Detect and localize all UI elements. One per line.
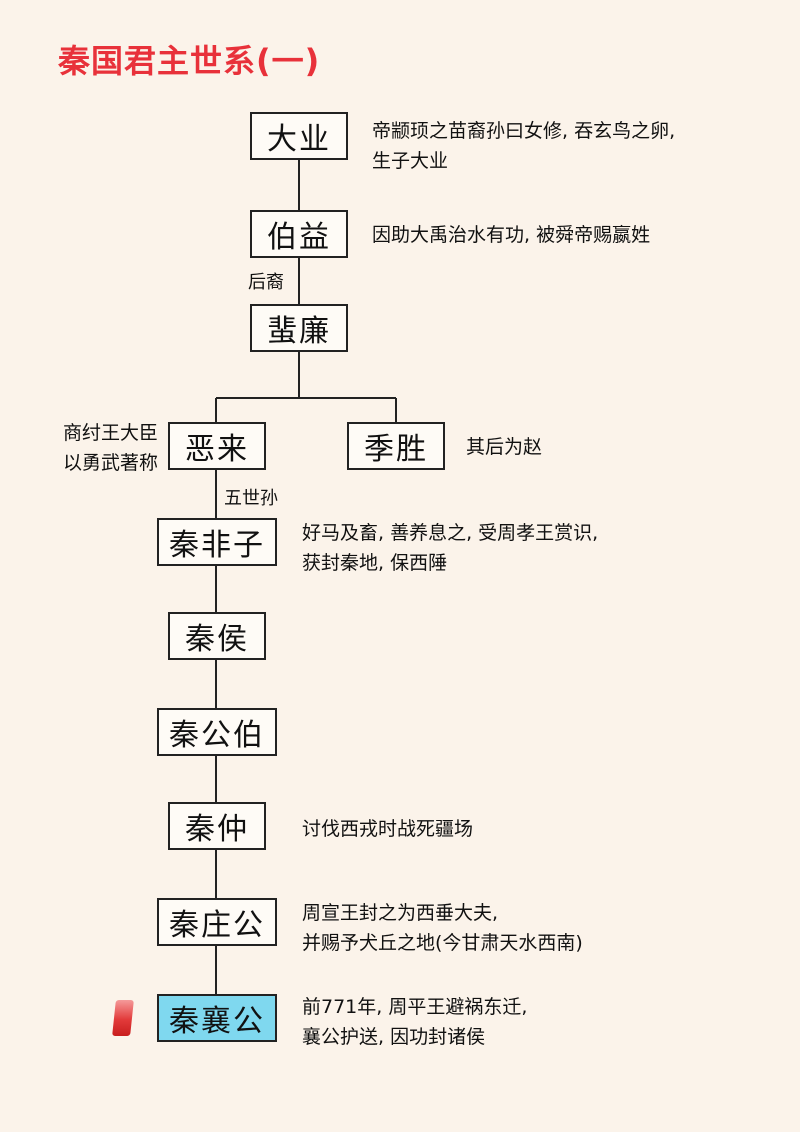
highlight-marker-icon [112,1000,134,1036]
note-line: 周宣王封之为西垂大夫, [302,902,499,924]
note-line: 前771年, 周平王避祸东迁, [302,996,528,1018]
note-qinxianggong: 前771年, 周平王避祸东迁, 襄公护送, 因功封诸侯 [302,992,527,1052]
note-qinfeizi: 好马及畜, 善养息之, 受周孝王赏识, 获封秦地, 保西陲 [302,518,598,578]
node-qinzhuanggong: 秦庄公 [157,898,277,946]
note-line: 好马及畜, 善养息之, 受周孝王赏识, [302,522,599,544]
note-line: 商纣王大臣 [62,422,158,444]
note-line: 襄公护送, 因功封诸侯 [302,1026,486,1048]
note-line: 生子大业 [372,150,449,172]
node-qingongbo: 秦公伯 [157,708,277,756]
note-line: 并赐予犬丘之地(今甘肃天水西南) [302,932,583,954]
note-line: 获封秦地, 保西陲 [302,552,448,574]
note-line: 因助大禹治水有功, 被舜帝赐嬴姓 [372,224,651,246]
node-elai: 恶来 [168,422,266,470]
note-elai: 商纣王大臣 以勇武著称 [63,418,158,478]
node-qinzhong: 秦仲 [168,802,266,850]
edge-label-descendant: 后裔 [248,272,284,293]
node-boyi: 伯益 [250,210,348,258]
note-boyi: 因助大禹治水有功, 被舜帝赐嬴姓 [372,220,650,250]
note-qinzhuanggong: 周宣王封之为西垂大夫, 并赐予犬丘之地(今甘肃天水西南) [302,898,583,958]
note-daye: 帝颛顼之苗裔孙曰女修, 吞玄鸟之卵, 生子大业 [372,116,675,176]
note-qinzhong: 讨伐西戎时战死疆场 [302,814,473,844]
note-line: 帝颛顼之苗裔孙曰女修, 吞玄鸟之卵, [372,120,676,142]
note-line: 讨伐西戎时战死疆场 [302,818,474,840]
node-qinhou: 秦侯 [168,612,266,660]
note-jisheng: 其后为赵 [466,432,542,462]
node-qinfeizi: 秦非子 [157,518,277,566]
node-feilian: 蜚廉 [250,304,348,352]
note-line: 以勇武著称 [62,452,158,474]
edge-label-fifth-gen-grandson: 五世孙 [224,488,278,509]
node-daye: 大业 [250,112,348,160]
note-line: 其后为赵 [466,436,543,458]
node-qinxianggong: 秦襄公 [157,994,277,1042]
page-title: 秦国君主世系(一) [58,42,321,80]
node-jisheng: 季胜 [347,422,445,470]
